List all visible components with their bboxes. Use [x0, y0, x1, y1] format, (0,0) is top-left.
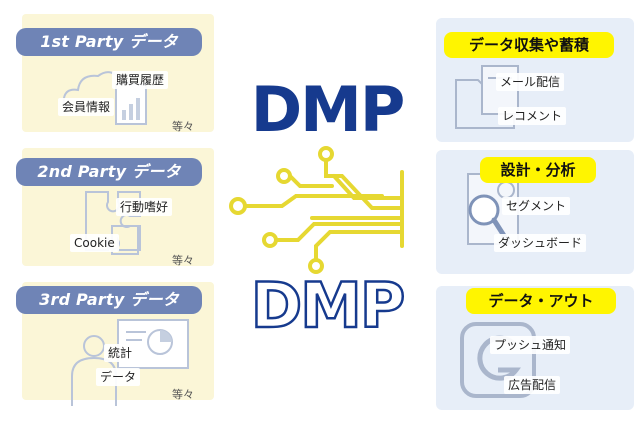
- etc-label: 等々: [172, 254, 194, 267]
- tag-ads: 広告配信: [504, 376, 561, 394]
- dmp-title-top: DMP: [250, 73, 406, 146]
- tag-statistics: 統計: [104, 344, 137, 362]
- etc-label: 等々: [172, 388, 194, 401]
- heading-2nd-party: 2nd Party データ: [16, 158, 202, 186]
- heading-design: 設計・分析: [480, 157, 596, 183]
- heading-3rd-party: 3rd Party データ: [16, 286, 202, 314]
- tag-push: プッシュ通知: [490, 336, 571, 354]
- circuit-icon: [229, 146, 404, 274]
- tag-data: データ: [96, 368, 141, 386]
- heading-collection: データ収集や蓄積: [444, 32, 614, 58]
- tag-cookie: Cookie: [70, 234, 119, 252]
- tag-member-info: 会員情報: [58, 98, 115, 116]
- tag-purchase-history: 購買履歴: [112, 71, 169, 89]
- tag-behavior-preference: 行動嗜好: [116, 198, 173, 216]
- tag-segment: セグメント: [502, 197, 571, 215]
- tag-dashboard: ダッシュボード: [494, 234, 587, 252]
- dmp-title-bottom: DMP: [249, 268, 406, 344]
- heading-data-out: データ・アウト: [466, 288, 616, 314]
- heading-1st-party: 1st Party データ: [16, 28, 202, 56]
- tag-email: メール配信: [496, 73, 565, 91]
- etc-label: 等々: [172, 120, 194, 133]
- tag-recommend: レコメント: [498, 107, 567, 125]
